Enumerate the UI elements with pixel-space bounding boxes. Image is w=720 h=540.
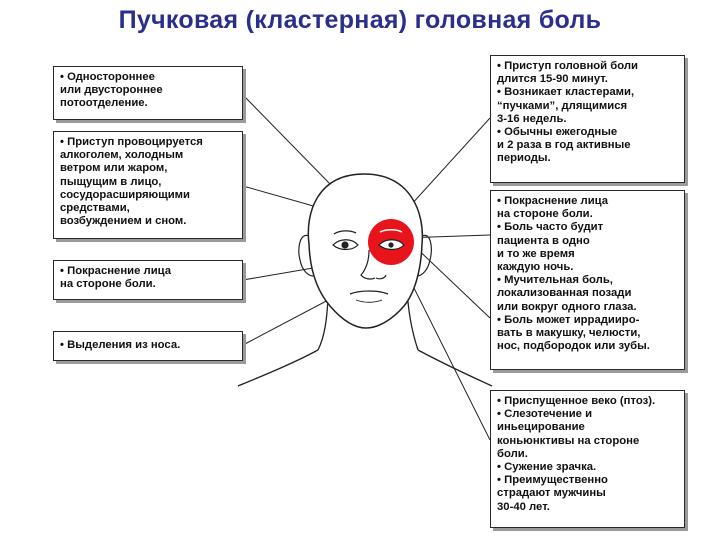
box-text-line: • Боль часто будит	[497, 221, 604, 234]
symptom-box-attack-duration: • Приступ головной боли длится 15-90 мин…	[490, 55, 685, 183]
symptom-box-pain-description: • Покраснение лица на стороне боли. • Бо…	[490, 190, 685, 370]
box-text-line: 30-40 лет.	[497, 500, 550, 513]
box-text-line: • Приступ головной боли	[497, 60, 638, 72]
symptom-box-nasal-discharge: • Выделения из носа.	[53, 331, 243, 361]
left-ear	[298, 234, 314, 277]
mouth	[349, 290, 389, 295]
right-pupil	[388, 242, 394, 248]
box-text-line: • Обычны ежегодные	[497, 126, 618, 139]
page-title: Пучковая (кластерная) головная боль	[118, 6, 602, 34]
box-text-line: периоды.	[497, 152, 551, 165]
left-eyebrow	[333, 230, 357, 235]
head-outline	[307, 173, 424, 329]
left-pupil	[341, 241, 349, 249]
box-text-line: и то же время	[497, 247, 575, 260]
box-text-line: • Покраснение лица	[497, 195, 609, 207]
box-text-line: коньюнктивы на стороне	[497, 434, 640, 447]
box-text-line: “пучками”, длящимися	[497, 99, 628, 112]
connector-line	[409, 241, 491, 319]
box-text-line: • Сужение зрачка.	[497, 461, 597, 474]
box-text-line: • Выделения из носа.	[60, 339, 181, 351]
lower-lip	[355, 299, 383, 303]
box-text-line: • Преимущественно	[497, 474, 608, 487]
box-text-line: • Покраснение лица	[60, 265, 172, 277]
box-text-line: вать в макушку, челюсти,	[497, 327, 641, 340]
box-text-line: • Возникает кластерами,	[497, 86, 635, 99]
box-text-line: на стороне боли.	[60, 278, 156, 291]
box-text-line: • Одностороннее	[60, 71, 155, 83]
box-text-line: средствами,	[60, 202, 130, 215]
box-text-line: алкоголем, холодным	[60, 149, 184, 162]
box-text-line: страдают мужчины	[497, 487, 606, 500]
box-text-line: иньецирование	[497, 421, 585, 434]
symptom-box-triggers: • Приступ провоцируется алкоголем, холод…	[53, 131, 243, 239]
connector-line	[242, 94, 333, 187]
symptom-box-eye-signs: • Приспущенное веко (птоз). • Слезотечен…	[490, 390, 685, 528]
box-text-line: или двустороннее	[60, 84, 163, 97]
symptom-box-face-redness: • Покраснение лица на стороне боли.	[53, 260, 243, 300]
box-text-line: пациента в одно	[497, 234, 590, 247]
box-text-line: или вокруг одного глаза.	[497, 300, 637, 313]
neck-outline	[317, 297, 329, 351]
box-text-line: • Приступ провоцируется	[60, 136, 203, 148]
box-text-line: на стороне боли.	[497, 208, 593, 221]
shoulder-outline	[237, 349, 319, 387]
box-text-line: • Боль может иррадииро-	[497, 313, 640, 326]
box-text-line: потоотделение.	[60, 97, 148, 110]
box-text-line: локализованная позади	[497, 287, 632, 300]
box-text-line: длится 15-90 минут.	[497, 73, 608, 86]
right-eyebrow	[379, 229, 403, 233]
box-text-line: возбуждением и сном.	[60, 215, 187, 228]
box-text-line: 3-16 недель.	[497, 112, 567, 125]
box-text-line: каждую ночь.	[497, 261, 574, 274]
box-text-line: нос, подбородок или зубы.	[497, 340, 650, 353]
box-text-line: • Мучительная боль,	[497, 274, 613, 287]
right-ear	[416, 234, 432, 277]
box-text-line: и 2 раза в год активные	[497, 139, 631, 152]
box-text-line: пыщущим в лицо,	[60, 175, 162, 188]
nose	[360, 249, 387, 280]
shoulder-outline	[417, 349, 493, 387]
box-text-line: сосудорасширяющими	[60, 188, 190, 201]
box-text-line: ветром или жаром,	[60, 162, 168, 175]
box-text-line: • Слезотечение и	[497, 408, 593, 421]
box-text-line: • Приспущенное веко (птоз).	[497, 395, 656, 407]
box-text-line: боли.	[497, 447, 528, 460]
symptom-box-sweating: • Одностороннее или двустороннее потоотд…	[53, 66, 243, 120]
